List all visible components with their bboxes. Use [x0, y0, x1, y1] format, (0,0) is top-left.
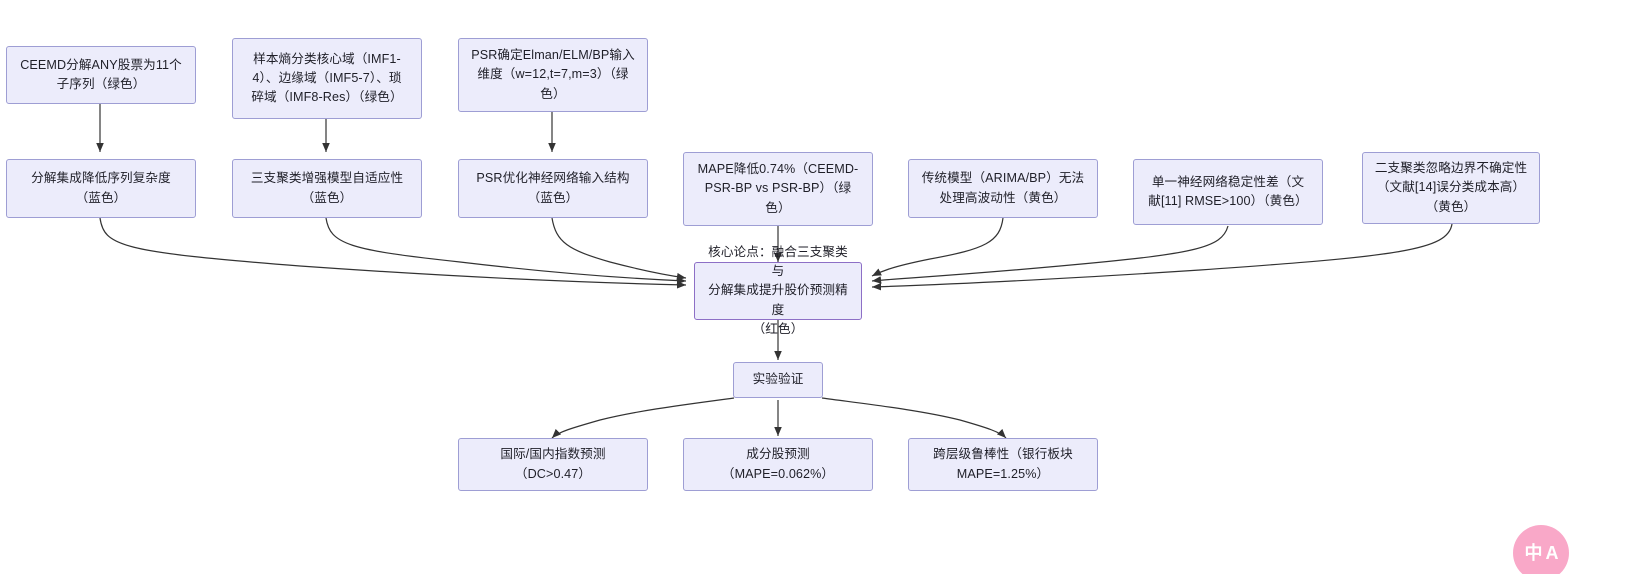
- edge-psropt-to-core: [551, 217, 687, 281]
- node-two-way-cluster-label: 二支聚类忽略边界不确定性 （文献[14]误分类成本高） （黄色）: [1374, 161, 1528, 214]
- node-psr-dim-label: PSR确定Elman/ELM/BP输入 维度（w=12,t=7,m=3）（绿 色…: [471, 48, 635, 101]
- node-cross-level-robust-label: 跨层级鲁棒性（银行板块 MAPE=1.25%）: [933, 447, 1073, 481]
- edge-twoway-to-core: [871, 223, 1453, 291]
- node-core-claim[interactable]: 核心论点：融合三支聚类与 分解集成提升股价预测精度 （红色）: [694, 245, 862, 336]
- edge-decomp-to-core: [99, 217, 687, 289]
- edge-experiment-to-robust: [821, 397, 1007, 439]
- edge-experiment-to-index: [551, 397, 735, 439]
- node-sample-entropy-label: 样本熵分类核心域（IMF1- 4）、边缘域（IMF5-7）、琐 碎域（IMF8-…: [251, 51, 403, 105]
- node-traditional-models-label: 传统模型（ARIMA/BP）无法 处理高波动性（黄色）: [921, 171, 1085, 205]
- watermark-label: 中 A: [1524, 543, 1559, 563]
- node-traditional-models[interactable]: 传统模型（ARIMA/BP）无法 处理高波动性（黄色）: [908, 159, 1098, 218]
- node-psr-optimize[interactable]: PSR优化神经网络输入结构 （蓝色）: [458, 159, 648, 218]
- edge-traditional-to-core: [871, 217, 1004, 277]
- node-cross-level-robust[interactable]: 跨层级鲁棒性（银行板块 MAPE=1.25%）: [908, 438, 1098, 491]
- node-psr-dim[interactable]: PSR确定Elman/ELM/BP输入 维度（w=12,t=7,m=3）（绿 色…: [458, 38, 648, 112]
- node-constituent-forecast-label: 成分股预测 （MAPE=0.062%）: [721, 447, 835, 481]
- node-three-way-adapt-label: 三支聚类增强模型自适应性 （蓝色）: [250, 171, 404, 205]
- node-experiment-validation[interactable]: 实验验证: [733, 362, 823, 398]
- node-single-nn-stability-label: 单一神经网络稳定性差（文 献[11] RMSE>100）（黄色）: [1148, 174, 1308, 208]
- node-ceemd-label: CEEMD分解ANY股票为11个 子序列（绿色）: [20, 57, 182, 91]
- watermark-badge: 中 A: [1513, 525, 1569, 574]
- node-single-nn-stability[interactable]: 单一神经网络稳定性差（文 献[11] RMSE>100）（黄色）: [1133, 159, 1323, 225]
- node-psr-optimize-label: PSR优化神经网络输入结构 （蓝色）: [476, 171, 630, 205]
- edge-threeway-to-core: [325, 217, 687, 285]
- node-constituent-forecast[interactable]: 成分股预测 （MAPE=0.062%）: [683, 438, 873, 491]
- node-two-way-cluster[interactable]: 二支聚类忽略边界不确定性 （文献[14]误分类成本高） （黄色）: [1362, 152, 1540, 224]
- node-sample-entropy[interactable]: 样本熵分类核心域（IMF1- 4）、边缘域（IMF5-7）、琐 碎域（IMF8-…: [232, 38, 422, 119]
- edge-singlenn-to-core: [871, 225, 1229, 284]
- node-ceemd[interactable]: CEEMD分解ANY股票为11个 子序列（绿色）: [6, 46, 196, 104]
- node-mape-drop-label: MAPE降低0.74%（CEEMD- PSR-BP vs PSR-BP）（绿 色…: [697, 162, 859, 215]
- node-decomp-complexity-label: 分解集成降低序列复杂度 （蓝色）: [31, 171, 171, 205]
- node-decomp-complexity[interactable]: 分解集成降低序列复杂度 （蓝色）: [6, 159, 196, 218]
- node-mape-drop[interactable]: MAPE降低0.74%（CEEMD- PSR-BP vs PSR-BP）（绿 色…: [683, 152, 873, 226]
- node-core-claim-label: 核心论点：融合三支聚类与 分解集成提升股价预测精度 （红色）: [708, 245, 848, 336]
- node-experiment-validation-label: 实验验证: [752, 372, 804, 387]
- node-index-forecast[interactable]: 国际/国内指数预测 （DC>0.47）: [458, 438, 648, 491]
- node-three-way-adapt[interactable]: 三支聚类增强模型自适应性 （蓝色）: [232, 159, 422, 218]
- node-index-forecast-label: 国际/国内指数预测 （DC>0.47）: [500, 447, 606, 481]
